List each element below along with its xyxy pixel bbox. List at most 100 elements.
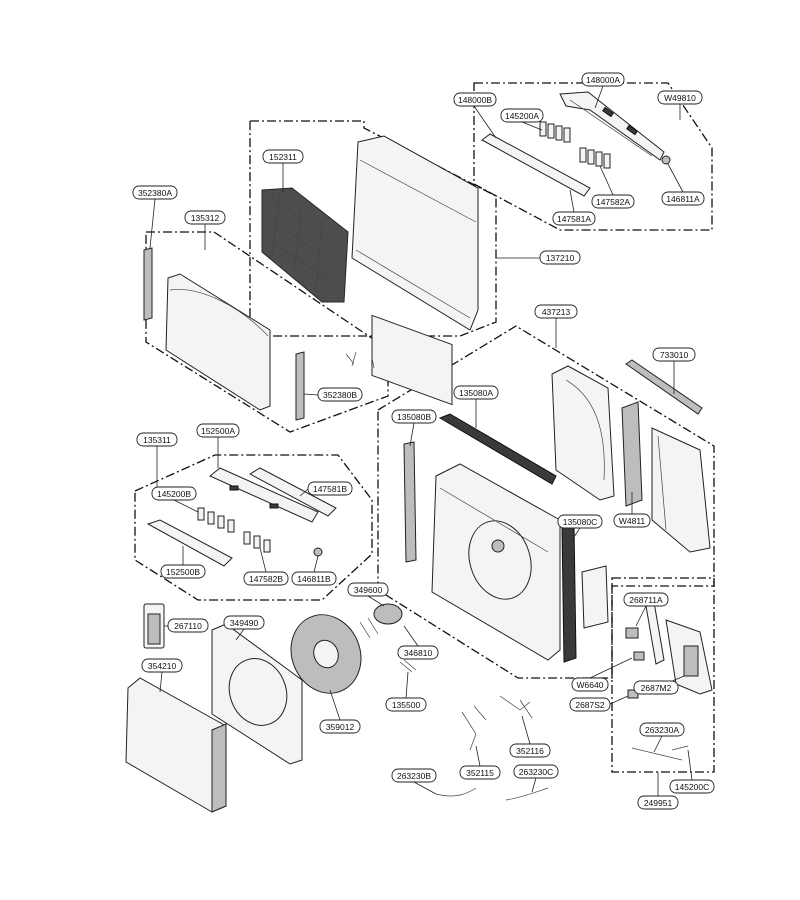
callout-label: 359012 xyxy=(326,722,355,732)
panel-screws xyxy=(345,351,375,369)
callout-152500A: 152500A xyxy=(196,423,240,468)
group-control-box-assembly xyxy=(611,577,715,773)
front-panel-part xyxy=(165,273,271,411)
callout-label: W49810 xyxy=(664,93,696,103)
callout-label: 152500A xyxy=(201,426,235,436)
callout-label: 147582A xyxy=(596,197,630,207)
callout-135311: 135311 xyxy=(136,432,178,494)
group-lower-louver-assembly xyxy=(134,454,373,601)
callout-W4811: W4811 xyxy=(613,492,651,528)
side-panel-part xyxy=(551,365,615,501)
louver-blades-part xyxy=(539,121,611,169)
callout-label: 346810 xyxy=(404,648,433,658)
callout-label: 145200C xyxy=(675,782,710,792)
callout-359012: 359012 xyxy=(319,689,361,734)
callout-label: W4811 xyxy=(619,516,646,526)
lower-louver-frame-part xyxy=(209,467,319,523)
callout-349600: 349600 xyxy=(347,582,389,607)
callout-label: 352116 xyxy=(516,746,544,756)
callout-263230A: 263230A xyxy=(639,722,685,753)
callout-label: 437213 xyxy=(542,307,571,317)
callout-label: W6640 xyxy=(577,680,604,690)
callout-W6640: W6640 xyxy=(571,657,633,692)
callout-354210: 354210 xyxy=(141,658,183,693)
callout-label: 268711A xyxy=(629,595,663,605)
group-top-louver-assembly xyxy=(473,82,713,231)
lower-louver-blades-part xyxy=(197,507,271,553)
wiring-harness-center xyxy=(461,695,533,751)
callout-147582B: 147582B xyxy=(243,547,289,586)
sensor-rod-part xyxy=(631,745,689,761)
callout-135080B: 135080B xyxy=(391,409,437,447)
callout-148000A: 148000A xyxy=(581,72,625,109)
louver-clip-part xyxy=(661,155,671,165)
callout-135500: 135500 xyxy=(385,671,427,712)
side-rail-right-part xyxy=(561,523,577,663)
callout-263230B: 263230B xyxy=(391,768,437,795)
callout-label: 352115 xyxy=(466,768,494,778)
callout-152500B: 152500B xyxy=(160,546,206,579)
callout-label: 135080A xyxy=(459,388,493,398)
callout-147581A: 147581A xyxy=(552,189,596,226)
callout-145200B: 145200B xyxy=(151,486,199,513)
top-rail-part xyxy=(625,359,703,415)
louver-bar-part xyxy=(481,133,591,197)
callout-148000B: 148000B xyxy=(453,92,497,139)
callout-label: 263230B xyxy=(397,771,431,781)
motor-mount-box xyxy=(581,565,609,629)
callout-249951: 249951 xyxy=(637,772,679,810)
motor-bracket-part xyxy=(399,659,417,673)
callout-label: 135080B xyxy=(397,412,431,422)
group-front-grille-assembly xyxy=(249,120,497,337)
propeller-fan-part xyxy=(290,614,362,694)
callout-145200A: 145200A xyxy=(500,108,544,131)
air-filter-grille-part xyxy=(261,187,349,303)
lower-louver-bar-part xyxy=(248,467,337,517)
callout-147582A: 147582A xyxy=(591,165,635,209)
callout-label: 152311 xyxy=(269,152,297,162)
callout-352380A: 352380A xyxy=(132,185,178,249)
callout-label: 146811A xyxy=(666,194,700,204)
callout-label: 135311 xyxy=(143,435,171,445)
callout-346810: 346810 xyxy=(397,625,439,660)
callout-137210: 137210 xyxy=(496,250,581,265)
callout-145200C: 145200C xyxy=(669,749,715,794)
lower-louver-strip-part xyxy=(146,519,233,567)
back-panel-part xyxy=(651,427,711,553)
callout-label: 152500B xyxy=(166,567,200,577)
callout-146811A: 146811A xyxy=(661,163,705,206)
callout-label: 147582B xyxy=(249,574,283,584)
callout-268711A: 268711A xyxy=(623,592,669,627)
front-frame-part xyxy=(351,135,479,406)
side-rail-left-part xyxy=(403,441,417,563)
callout-label: 263230C xyxy=(519,767,554,777)
callout-135080A: 135080A xyxy=(453,385,499,428)
callout-label: 135080C xyxy=(563,517,598,527)
panel-side-strip-right xyxy=(295,351,305,421)
callout-label: 148000B xyxy=(458,95,492,105)
sensor-wire-left xyxy=(435,787,477,797)
center-bracket-part xyxy=(621,401,643,507)
callout-label: 249951 xyxy=(644,798,673,808)
callout-352115: 352115 xyxy=(459,745,501,780)
long-rail-part xyxy=(438,413,557,485)
callout-2687S2: 2687S2 xyxy=(569,695,629,712)
callout-label: 349490 xyxy=(230,618,259,628)
callout-733010: 733010 xyxy=(652,347,696,394)
callout-label: 352380A xyxy=(138,188,172,198)
callout-349490: 349490 xyxy=(223,615,265,641)
callout-352380B: 352380B xyxy=(303,387,363,402)
callout-263230C: 263230C xyxy=(513,764,559,793)
callout-label: 135312 xyxy=(191,213,220,223)
callout-label: 145200B xyxy=(157,489,191,499)
callout-label: 147581B xyxy=(313,484,347,494)
condenser-coil-part xyxy=(125,677,227,813)
callout-135312: 135312 xyxy=(184,210,226,250)
callout-label: 137210 xyxy=(546,253,575,263)
callout-label: 733010 xyxy=(660,350,689,360)
callout-267110: 267110 xyxy=(164,618,209,633)
callout-label: 354210 xyxy=(148,661,177,671)
callout-W49810: W49810 xyxy=(657,90,703,120)
callout-147581B: 147581B xyxy=(299,481,353,497)
